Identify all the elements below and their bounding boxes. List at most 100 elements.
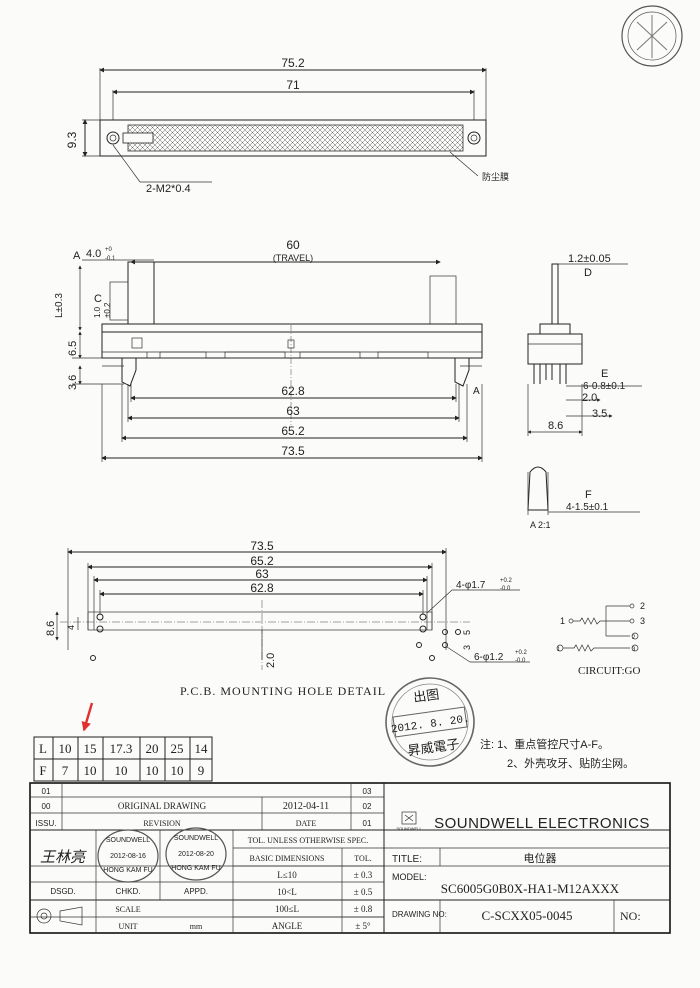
svg-text:+0.2: +0.2	[500, 578, 513, 584]
red-annotation-arrow	[81, 702, 94, 732]
scale-label: SCALE	[115, 905, 140, 914]
date-label: DATE	[296, 819, 317, 828]
table-cell: 15	[84, 741, 97, 756]
model-label: MODEL:	[392, 872, 427, 882]
hole-note: 4-φ1.7	[456, 580, 486, 591]
circuit-label: CIRCUIT:GO	[578, 665, 640, 677]
issu-label: ISSU.	[36, 819, 57, 828]
tol-range: ANGLE	[272, 921, 303, 931]
pin-hole-1	[90, 655, 96, 661]
logo-mark-icon	[131, 337, 143, 349]
rev-row-no: 01	[42, 787, 51, 796]
svg-text:-0.0: -0.0	[515, 658, 526, 664]
svg-text:1: 1	[560, 616, 565, 626]
pin-hole-5	[442, 629, 448, 635]
drawing-value: C-SCXX05-0045	[481, 908, 572, 923]
table-cell: 10	[146, 763, 159, 778]
terminal-detail	[527, 466, 549, 511]
slider-body-front	[101, 331, 483, 359]
top-view: 75.2 71 9.3 2-M2*0.4 防尘膜	[65, 56, 509, 195]
svg-text:SOUNDWELL: SOUNDWELL	[106, 837, 150, 844]
label-c: C	[94, 293, 102, 305]
tol-range: 10<L	[277, 887, 297, 897]
side-view: 1.2±0.05 D E 6-0.8±0.1 2.0 3.5 8.6	[527, 253, 642, 436]
soundwell-logo-icon	[401, 811, 417, 825]
screw-hole-right	[467, 131, 481, 145]
dim-36: 3.6	[67, 375, 79, 390]
dim-65: 6.5	[67, 341, 79, 356]
rev-row-no: 00	[42, 802, 51, 811]
svg-text:3: 3	[632, 647, 636, 653]
title-block: 01 03 00 ORIGINAL DRAWING 2012-04-11 02 …	[29, 782, 671, 934]
table-header-f: F	[39, 763, 46, 778]
release-stamp: 出图 2012. 8. 20. 昇威電子	[385, 677, 475, 767]
stamp-date: 2012. 8. 20.	[390, 714, 470, 737]
tol-value: ± 5°	[355, 921, 371, 931]
rev-row-sheet: 03	[363, 787, 372, 796]
pcb-dim-628: 62.8	[250, 581, 274, 595]
pcb-caption: P.C.B. MOUNTING HOLE DETAIL	[180, 684, 386, 698]
svg-text:2012-08-20: 2012-08-20	[178, 851, 214, 858]
tol-value: ± 0.8	[354, 904, 373, 914]
table-cell: 17.3	[110, 741, 133, 756]
pcb-dim-735: 73.5	[250, 539, 274, 553]
detail-a: F 4-1.5±0.1 A 2:1	[527, 466, 640, 530]
dim-86-side: 8.6	[548, 420, 563, 432]
rev-row-sheet: 02	[363, 802, 372, 811]
label-d: D	[584, 267, 592, 279]
slider-body-top	[99, 119, 487, 157]
slider-knob-top	[122, 132, 154, 144]
dim-20-side: 2.0	[582, 392, 597, 404]
stamp-top-text: 出图	[412, 687, 440, 705]
dim-c: 1.0	[93, 306, 102, 318]
svg-text:+0: +0	[105, 247, 113, 253]
dim-f: 4-1.5±0.1	[566, 502, 609, 513]
tol-header: TOL. UNLESS OTHERWISE SPEC.	[248, 836, 369, 845]
svg-text:HONG KAM FU: HONG KAM FU	[103, 867, 152, 874]
mount-hole-3	[96, 625, 104, 633]
svg-text:±0.2: ±0.2	[103, 302, 112, 318]
pcb-outline	[87, 611, 433, 631]
svg-text:3: 3	[640, 616, 645, 626]
pin-hole-6	[455, 629, 461, 635]
label-f: F	[585, 489, 592, 501]
table-cell: 10	[171, 763, 184, 778]
length-table: L F 10 15 17.3 20 25 14 7 10 10 10 10 9	[33, 736, 213, 782]
knob-left	[127, 261, 155, 325]
shaft-side	[551, 263, 559, 325]
dim-35-side: 3.5	[592, 408, 607, 420]
no-label: NO:	[620, 909, 641, 923]
table-cell: 10	[59, 741, 72, 756]
pin-hole-2	[416, 642, 422, 648]
table-cell: 10	[115, 763, 128, 778]
table-header-l: L	[39, 741, 47, 756]
revision-label: REVISION	[143, 819, 181, 828]
svg-text:2: 2	[632, 635, 636, 641]
screw-note: 2-M2*0.4	[146, 183, 191, 195]
dim-a: 4.0	[86, 248, 101, 260]
svg-text:-0.0: -0.0	[500, 586, 511, 592]
tol-value: ± 0.5	[354, 887, 373, 897]
projection-symbol-icon	[36, 906, 83, 926]
screw-hole-left	[106, 131, 120, 145]
pcb-dim-86: 8.6	[45, 621, 57, 636]
dust-label: 防尘膜	[482, 171, 509, 182]
marker-a: A	[473, 386, 480, 397]
body-side	[527, 333, 583, 365]
rev-row-date: 2012-04-11	[283, 801, 329, 812]
pcb-view: 73.5 65.2 63 62.8 4-φ1.7 +0.2 -0.0	[45, 539, 530, 698]
dim-e: 6-0.8±0.1	[583, 381, 626, 392]
col-01: 01	[363, 819, 372, 828]
table-cell: 7	[62, 763, 69, 778]
svg-text:SOUNDWELL: SOUNDWELL	[174, 835, 218, 842]
basic-dims-label: BASIC DIMENSIONS	[250, 854, 325, 863]
detail-scale: A 2:1	[530, 520, 551, 530]
check-stamp: SOUNDWELL 2012-08-16 HONG KAM FU	[97, 829, 159, 883]
label-e: E	[601, 368, 608, 380]
mount-hole-1	[96, 613, 104, 621]
pin-hole-4	[442, 642, 448, 648]
dim-628: 62.8	[281, 384, 305, 398]
pcb-dim-3: 3	[462, 645, 472, 650]
